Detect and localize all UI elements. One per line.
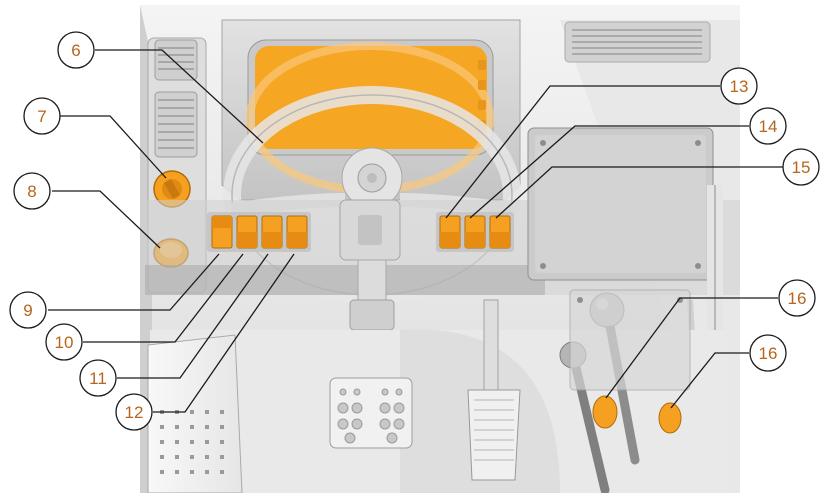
top-vent — [565, 22, 710, 62]
callout-7-label: 7 — [37, 107, 46, 126]
callout-16-lower-label: 16 — [759, 344, 778, 363]
callout-12: 12 — [116, 394, 152, 430]
callout-11-label: 11 — [89, 369, 107, 388]
callout-12-label: 12 — [125, 403, 144, 422]
callout-11: 11 — [80, 360, 116, 396]
callout-13: 13 — [721, 68, 757, 104]
callout-10-label: 10 — [55, 333, 74, 352]
left-footrest — [148, 335, 242, 493]
left-switch-bank — [207, 212, 311, 252]
callout-7: 7 — [24, 98, 60, 134]
callout-10: 10 — [46, 324, 82, 360]
callout-13-label: 13 — [730, 77, 749, 96]
callout-9: 9 — [10, 292, 46, 328]
glovebox-panel — [528, 128, 713, 280]
callout-8: 8 — [14, 173, 50, 209]
callout-16-upper: 16 — [779, 280, 815, 316]
callout-15: 15 — [783, 149, 819, 185]
callout-15-label: 15 — [792, 158, 811, 177]
brake-pedal — [330, 378, 412, 448]
orange-cap-right — [659, 403, 681, 433]
callout-14: 14 — [750, 108, 786, 144]
callout-16-lower: 16 — [750, 335, 786, 371]
callout-16-upper-label: 16 — [788, 289, 807, 308]
callout-6-label: 6 — [71, 41, 80, 60]
callout-6: 6 — [58, 32, 94, 68]
callout-9-label: 9 — [23, 301, 32, 320]
lever-base-plate — [570, 290, 690, 390]
callout-14-label: 14 — [759, 117, 778, 136]
orange-cap-left — [593, 396, 617, 428]
steering-hub — [342, 148, 402, 208]
callout-8-label: 8 — [27, 182, 36, 201]
right-switch-bank — [436, 212, 514, 252]
